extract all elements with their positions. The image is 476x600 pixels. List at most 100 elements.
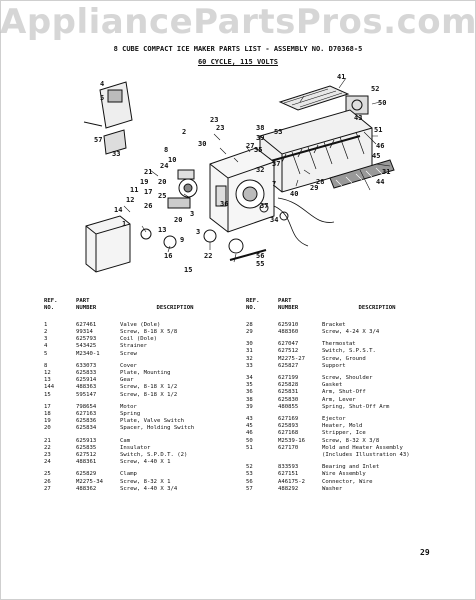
description-cell: Screw, 8-18 X 1/2 [120,384,178,391]
callout: 30 [198,140,206,148]
callout: 4 [100,80,104,88]
callout: 43 [354,114,362,122]
description-cell: Cover [120,362,137,369]
description-cell: Thermostat [322,341,356,348]
description-cell: Support [322,362,346,369]
callout: 37 [260,202,268,210]
ref-cell: 5 [44,350,48,357]
part-number-cell: 595147 [76,391,97,398]
callout: 46 [376,142,384,150]
callout: 3 [190,210,194,218]
callout: 21 [144,168,152,176]
part-number-cell: 798654 [76,403,97,410]
description-cell: Motor [120,403,137,410]
part-number-cell: 627170 [278,444,299,451]
part-number-cell: 625914 [76,377,97,384]
part-number-cell: 625827 [278,362,299,369]
no-header: NO. [44,304,55,311]
ref-header: REF. [44,298,58,304]
part-number-cell: 625828 [278,382,299,389]
table-row: (Includes Illustration 43) [246,452,432,459]
ref-cell: 144 [44,384,55,391]
callout: 1 [122,220,126,228]
ref-cell: 32 [246,355,253,362]
callout: 9 [180,236,184,244]
callout: 10 [168,156,176,164]
part-number-cell: 627047 [278,341,299,348]
part-number-cell: 625910 [278,321,299,328]
description-cell: Screw, 4-40 X 3/4 [120,485,178,492]
description-cell: Stripper, Ice [322,430,366,437]
ref-cell: 51 [246,444,253,451]
callout: 40 [290,190,298,198]
description-cell: Valve (Dole) [120,321,161,328]
callout: 20 [174,216,182,224]
part-number-cell: 627512 [76,452,97,459]
part-number-cell: 625834 [76,425,97,432]
callout: 17 [144,188,152,196]
ref-cell: 8 [44,362,48,369]
ref-cell: 1 [44,321,48,328]
description-cell: Screw, 4-40 X 1 [120,459,171,466]
part-number-cell: 627169 [278,416,299,423]
description-cell: Clamp [120,471,137,478]
part-number-cell: 633073 [76,362,97,369]
ref-cell: 57 [246,485,253,492]
callout: 14 [114,206,122,214]
description-cell: Plate, Valve Switch [120,418,184,425]
part-number-cell: 625830 [278,396,299,403]
part-number-cell: M2539-16 [278,437,305,444]
description-cell: Screw, 8-18 X 1/2 [120,391,178,398]
callout: 51 [374,126,382,134]
description-cell: Arm, Shut-Off [322,389,366,396]
ref-cell: 12 [44,370,51,377]
part-number-cell: 625836 [76,418,97,425]
callout: 26 [144,202,152,210]
description-cell: Spring [120,411,141,418]
part-header: PART [76,298,90,304]
ref-cell: 38 [246,396,253,403]
page-number: 29 [420,548,430,557]
part-number-cell: 625793 [76,336,97,343]
part-number-cell: 488362 [76,485,97,492]
ref-cell: 43 [246,416,253,423]
description-cell: Connector, Wire [322,478,373,485]
part-number-cell: M2340-1 [76,350,100,357]
part-number-cell: 627461 [76,321,97,328]
callout: 50 [378,99,386,107]
callout-labels: 41 52 50 4 5 23 23 43 51 46 45 2 38 39 5… [94,73,390,274]
part-number-cell: 625833 [76,370,97,377]
callout: 41 [337,73,345,81]
part-number-cell: 627168 [278,430,299,437]
page-title: 8 CUBE COMPACT ICE MAKER PARTS LIST - AS… [113,45,363,53]
callout: 57 [94,136,102,144]
callout: 27 [246,142,254,150]
ref-cell: 28 [246,321,253,328]
callout: 45 [372,152,380,160]
ref-cell: 53 [246,471,253,478]
